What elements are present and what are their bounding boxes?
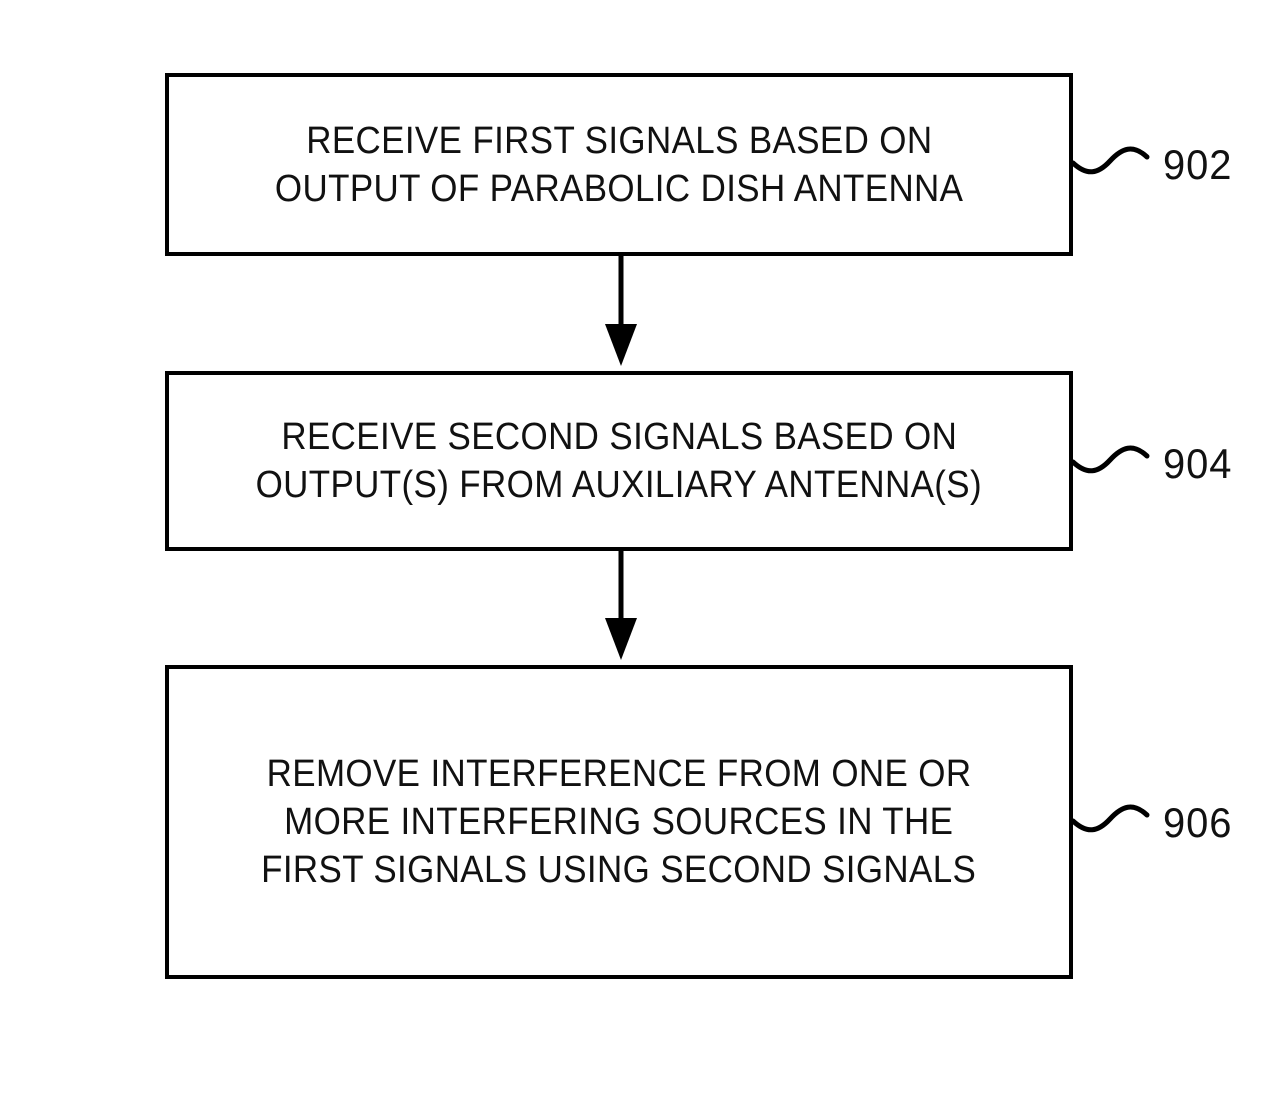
step-906-line-1: REMOVE INTERFERENCE FROM ONE OR: [266, 753, 972, 795]
leader-line-902: [1070, 146, 1150, 175]
flowchart-step-904: RECEIVE SECOND SIGNALS BASED ON OUTPUT(S…: [165, 371, 1073, 551]
flowchart-step-902: RECEIVE FIRST SIGNALS BASED ON OUTPUT OF…: [165, 73, 1073, 256]
arrow-902-to-904: [605, 256, 637, 366]
step-904-line-1: RECEIVE SECOND SIGNALS BASED ON: [281, 416, 957, 458]
step-906-line-2: MORE INTERFERING SOURCES IN THE: [284, 801, 954, 843]
flowchart-step-906: REMOVE INTERFERENCE FROM ONE OR MORE INT…: [165, 665, 1073, 979]
step-902-line-2: OUTPUT OF PARABOLIC DISH ANTENNA: [274, 167, 964, 210]
arrow-904-to-906: [605, 551, 637, 660]
step-906-line-3: FIRST SIGNALS USING SECOND SIGNALS: [261, 849, 977, 891]
leader-line-906: [1070, 804, 1150, 833]
reference-numeral-902: 902: [1163, 141, 1233, 188]
reference-numeral-904: 904: [1163, 440, 1233, 487]
reference-numeral-906: 906: [1163, 799, 1233, 846]
leader-line-904: [1070, 445, 1150, 474]
step-904-line-2: OUTPUT(S) FROM AUXILIARY ANTENNA(S): [255, 464, 983, 506]
step-902-line-1: RECEIVE FIRST SIGNALS BASED ON: [305, 119, 933, 162]
